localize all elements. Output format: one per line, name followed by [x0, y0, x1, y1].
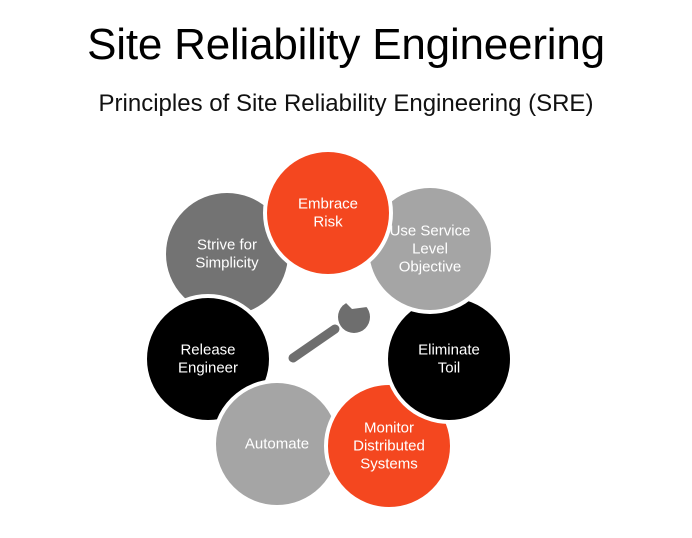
principle-label: Strive for — [197, 237, 257, 254]
principle-nodes: Strive forSimplicityReleaseEngineerAutom… — [143, 148, 514, 511]
principle-label: Monitor — [364, 420, 414, 437]
page-title: Site Reliability Engineering — [87, 20, 605, 69]
principle-label: Toil — [438, 360, 461, 377]
principle-label: Systems — [360, 456, 418, 473]
node-automate: Automate — [212, 379, 342, 509]
principle-label: Automate — [245, 436, 309, 453]
principle-label: Eliminate — [418, 342, 480, 359]
principle-circle — [143, 294, 273, 424]
page-subtitle: Principles of Site Reliability Engineeri… — [98, 90, 594, 117]
principle-label: Engineer — [178, 360, 238, 377]
principle-label: Release — [180, 342, 235, 359]
principle-label: Risk — [313, 214, 343, 231]
principle-label: Use Service — [390, 223, 471, 240]
principle-label: Embrace — [298, 196, 358, 213]
wrench-icon — [288, 293, 373, 363]
principle-label: Distributed — [353, 438, 425, 455]
principle-circle — [263, 148, 393, 278]
principle-label: Simplicity — [195, 255, 259, 272]
principle-label: Level — [412, 241, 448, 258]
principle-label: Objective — [399, 259, 462, 276]
